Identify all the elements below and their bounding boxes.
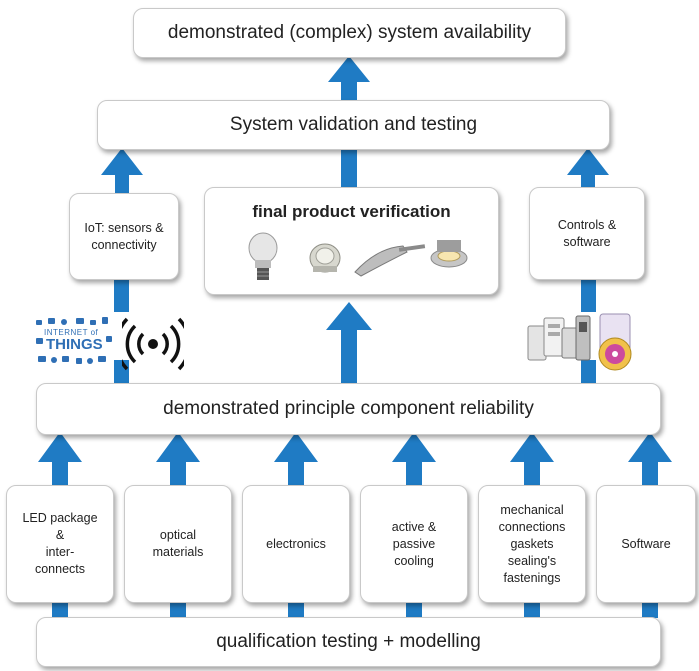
arrow-validation-to-top <box>328 56 370 107</box>
component-label-optical-materials: optical materials <box>152 528 204 559</box>
component-label-mechanical: mechanical connections gaskets sealing's… <box>498 502 566 585</box>
component-box-software: Software <box>596 485 696 603</box>
iot-box: IoT: sensors & connectivity <box>69 193 179 280</box>
iot-label: IoT: sensors & connectivity <box>84 220 164 252</box>
light-switch-panel-icon <box>527 315 591 361</box>
street-light-icon <box>353 244 425 277</box>
system-validation-box: System validation and testing <box>97 100 610 150</box>
qualification-testing-label: qualification testing + modelling <box>216 631 481 652</box>
arrow-reliability-to-final <box>326 302 372 385</box>
controls-images <box>527 313 632 371</box>
led-bulb-icon <box>248 232 277 280</box>
iot-logo-line2: THINGS <box>46 336 103 353</box>
component-reliability-box: demonstrated principle component reliabi… <box>36 383 661 435</box>
component-box-led-package: LED package & inter- connects <box>6 485 114 603</box>
system-validation-label: System validation and testing <box>229 114 478 135</box>
component-box-mechanical: mechanical connections gaskets sealing's… <box>478 485 586 603</box>
controls-software-label: Controls & software <box>557 217 617 249</box>
iot-logo-line1: INTERNET of <box>44 328 99 337</box>
wireless-signal-icon <box>122 317 184 371</box>
arrow-iot-to-validation <box>101 148 143 200</box>
led-module-icon <box>309 243 340 273</box>
component-box-optical-materials: optical materials <box>124 485 232 603</box>
system-availability-box: demonstrated (complex) system availabili… <box>133 8 566 58</box>
component-label-led-package: LED package & inter- connects <box>22 511 98 576</box>
arrow-stem-iot <box>114 278 129 312</box>
final-product-verification-label: final product verification <box>252 202 451 221</box>
component-label-electronics: electronics <box>266 536 326 551</box>
component-label-software: Software <box>621 536 671 551</box>
final-product-verification-box: final product verification <box>204 187 499 295</box>
software-cd-icon <box>598 313 632 371</box>
arrow-stem-controls <box>581 278 596 312</box>
qualification-testing-box: qualification testing + modelling <box>36 617 661 667</box>
system-availability-label: demonstrated (complex) system availabili… <box>167 22 532 43</box>
downlight-icon <box>430 240 467 268</box>
controls-software-box: Controls & software <box>529 187 645 280</box>
iot-logo-group: INTERNET of THINGS <box>34 314 190 374</box>
component-box-electronics: electronics <box>242 485 350 603</box>
arrow-stem-controls-lower <box>581 360 596 388</box>
internet-of-things-logo <box>36 317 112 364</box>
component-arrows <box>38 432 672 490</box>
component-reliability-label: demonstrated principle component reliabi… <box>163 398 534 419</box>
component-stems <box>52 600 658 618</box>
arrow-controls-to-validation <box>567 148 609 200</box>
component-box-cooling: active & passive cooling <box>360 485 468 603</box>
arrow-final-to-validation <box>341 140 357 192</box>
component-label-cooling: active & passive cooling <box>391 519 437 568</box>
product-images <box>248 232 467 280</box>
